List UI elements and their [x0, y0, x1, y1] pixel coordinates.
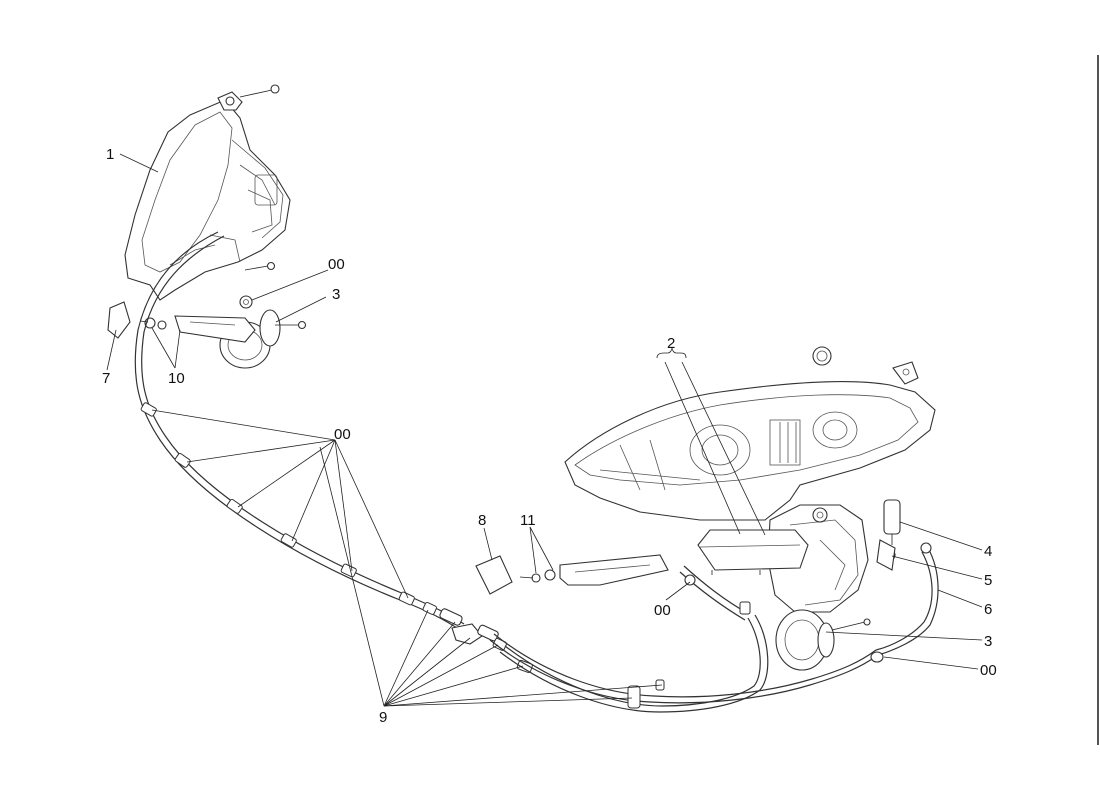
callout-00-middle: 00	[334, 426, 351, 443]
callout-00-right: 00	[980, 662, 997, 679]
callout-1: 1	[106, 146, 114, 163]
headlight-control-module	[697, 529, 809, 575]
leader-lines	[106, 153, 983, 707]
left-washer-hose	[134, 231, 465, 631]
callout-00-lower: 00	[654, 602, 671, 619]
right-washer-pump	[775, 609, 871, 671]
callout-10: 10	[168, 370, 185, 387]
hose-junction-connectors	[439, 608, 533, 674]
right-nozzle-cap	[475, 555, 513, 595]
right-washer-nozzle	[519, 554, 669, 586]
callout-4: 4	[984, 543, 992, 560]
callout-00-top: 00	[328, 256, 345, 273]
center-hose-to-nozzle	[679, 565, 751, 621]
level-sensor	[876, 499, 901, 571]
callout-11: 11	[520, 512, 536, 529]
callout-3-top: 3	[332, 286, 340, 303]
left-washer-nozzle	[139, 315, 256, 343]
left-hose-clips	[140, 402, 437, 615]
left-nozzle-cap	[107, 301, 131, 339]
callout-9: 9	[379, 709, 387, 726]
page-edge-rule	[1097, 55, 1099, 745]
callout-7: 7	[102, 370, 110, 387]
callout-3-right: 3	[984, 633, 992, 650]
callout-2: 2	[667, 335, 675, 352]
callout-5: 5	[984, 572, 992, 589]
callout-8: 8	[478, 512, 486, 529]
lower-hoses	[489, 614, 879, 713]
left-headlight-assembly	[124, 84, 291, 309]
callout-6: 6	[984, 601, 992, 618]
